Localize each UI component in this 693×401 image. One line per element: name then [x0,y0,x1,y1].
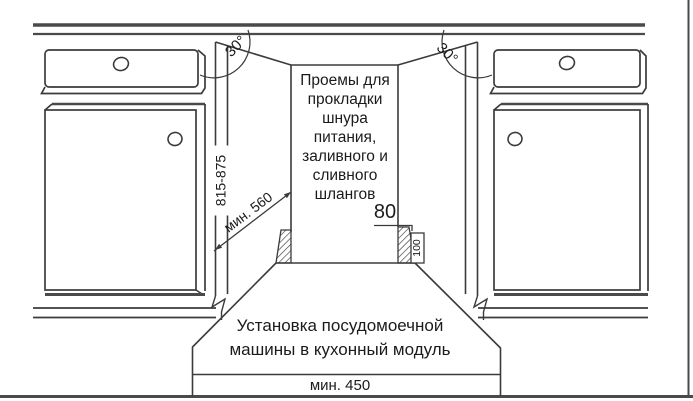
niche-top-left-diagonal [215,41,292,66]
right-cabinet [478,49,649,319]
left-drawer-front [44,49,199,88]
left-door-front [44,109,197,291]
note-line-5: заливного и [302,148,388,165]
left-drawer-edge [40,49,206,95]
niche-back-wall [290,64,399,232]
note-line-7: шлангов [314,186,376,203]
left-break-mark [210,295,227,320]
niche-note: Проемы для прокладки шнура питания, зали… [292,71,398,204]
note-line-4: питания, [313,129,377,146]
opening-height-box [410,232,425,264]
right-door-front [493,109,641,291]
left-angle-arc [199,29,251,79]
right-drawer-front [493,49,641,88]
caption-line-1: Установка посудомоечной [236,316,444,335]
note-line-1: Проемы для [300,72,390,89]
dimension-lines [199,29,493,264]
right-break-mark [472,295,489,320]
left-cabinet [33,49,216,319]
module-caption: Установка посудомоечной машины в кухонны… [198,314,482,362]
note-line-3: шнура [322,110,368,127]
note-line-2: прокладки [307,91,383,108]
left-drawer-knob [112,56,130,72]
caption-line-2: машины в кухонный модуль [229,340,451,359]
base-width-dimension: мин. 450 [309,377,371,394]
depth-arrow-end [283,192,291,199]
opening-width-dimension: 80 [373,201,397,223]
countertop [33,23,645,36]
module-right-edge [414,262,502,396]
right-door-knob [507,131,523,147]
depth-dimension-line [213,191,292,252]
niche-height-dimension: 815-875 [212,145,230,216]
depth-arrow-start [215,243,223,250]
right-drawer-knob [558,55,576,71]
right-angle-arc [441,29,493,79]
right-drawer-edge [489,49,647,95]
niche-top-right-diagonal [397,41,478,66]
module-left-edge [191,262,277,396]
left-opening-hatch [275,229,292,264]
opening-width-leader [374,224,413,231]
opening-height-dimension: 100 [411,239,423,257]
left-door-knob [167,131,183,147]
kitchen-module [191,262,502,396]
note-line-6: сливного [312,167,378,184]
